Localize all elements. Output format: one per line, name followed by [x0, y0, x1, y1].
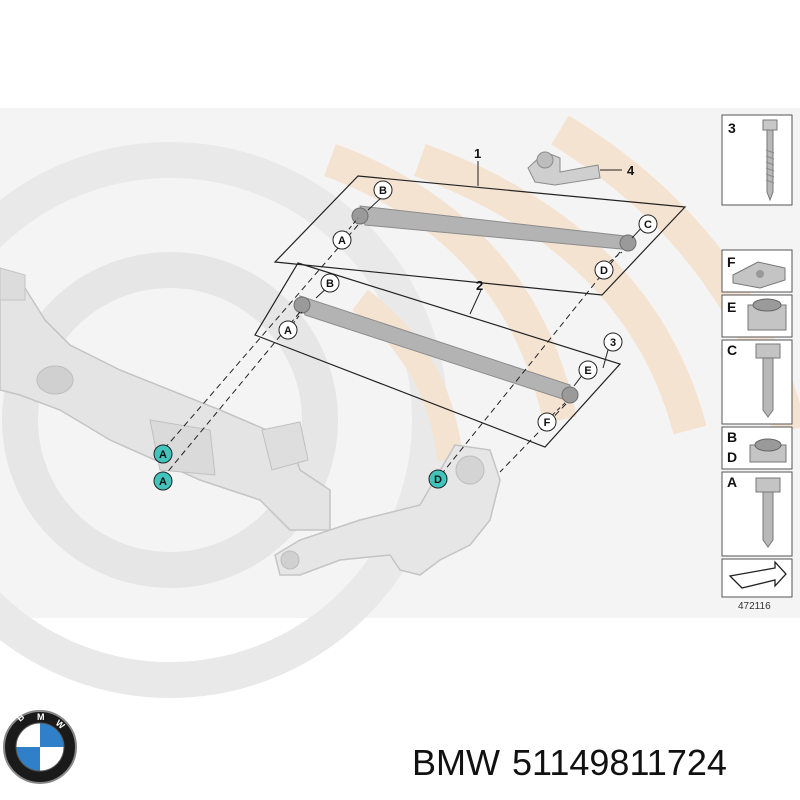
- callout-label: C: [644, 219, 652, 231]
- svg-text:M: M: [37, 712, 45, 722]
- callout-label: E: [584, 365, 591, 377]
- panel-label: 3: [728, 120, 736, 136]
- callout-label: A: [159, 449, 167, 461]
- watermark: [0, 115, 800, 698]
- callout-label: D: [434, 474, 442, 486]
- panel-f: F: [721, 249, 793, 293]
- callout-arm2-3: 3: [603, 332, 623, 352]
- brand-name: BMW: [412, 742, 500, 783]
- part-number: 51149811724: [511, 742, 727, 783]
- callout-arm2-e: E: [578, 360, 598, 380]
- callout-label: D: [600, 265, 608, 277]
- panel-label: C: [727, 342, 737, 358]
- callout-label: A: [284, 325, 292, 337]
- panel-label: E: [727, 299, 736, 315]
- panel-a: A: [721, 471, 793, 557]
- panel-label-b: B: [727, 429, 737, 445]
- panel-part-3: 3: [721, 114, 793, 206]
- panel-bd: B D: [721, 426, 793, 470]
- bmw-logo: B M W: [3, 710, 77, 784]
- callout-label: 3: [610, 337, 616, 349]
- part-number-1: 1: [474, 146, 481, 161]
- callout-label: A: [338, 235, 346, 247]
- callout-arm1-c: C: [638, 214, 658, 234]
- callout-arm2-a: A: [278, 320, 298, 340]
- panel-label: A: [727, 474, 737, 490]
- control-arm-2: [293, 295, 579, 404]
- callout-arm1-d: D: [594, 260, 614, 280]
- part-1-frame: [273, 175, 687, 296]
- callout-arm2-f: F: [537, 412, 557, 432]
- reference-number: 472116: [738, 601, 771, 612]
- panel-c: C: [721, 339, 793, 425]
- callout-label: B: [326, 278, 334, 290]
- part-2-frame: [254, 262, 622, 448]
- panel-e: E: [721, 294, 793, 338]
- callout-frame-a1: A: [153, 444, 173, 464]
- part-number-2: 2: [476, 278, 483, 293]
- part-caption: BMW 51149811724: [412, 738, 739, 788]
- callout-frame-d: D: [428, 469, 448, 489]
- callout-arm1-a: A: [332, 230, 352, 250]
- callout-label: B: [379, 185, 387, 197]
- callout-label: A: [159, 476, 167, 488]
- panel-label: F: [727, 254, 736, 270]
- svg-text:B: B: [15, 711, 27, 723]
- rear-subframe: [0, 267, 331, 531]
- part-number-4: 4: [627, 163, 635, 178]
- control-arm-1: [351, 205, 637, 252]
- callout-label: F: [544, 417, 551, 429]
- callout-arm2-b: B: [320, 273, 340, 293]
- panel-label-d: D: [727, 449, 737, 465]
- part-4-bracket: [527, 151, 622, 186]
- panel-arrow: 472116: [721, 558, 793, 612]
- callout-frame-a2: A: [153, 471, 173, 491]
- callout-arm1-b: B: [373, 180, 393, 200]
